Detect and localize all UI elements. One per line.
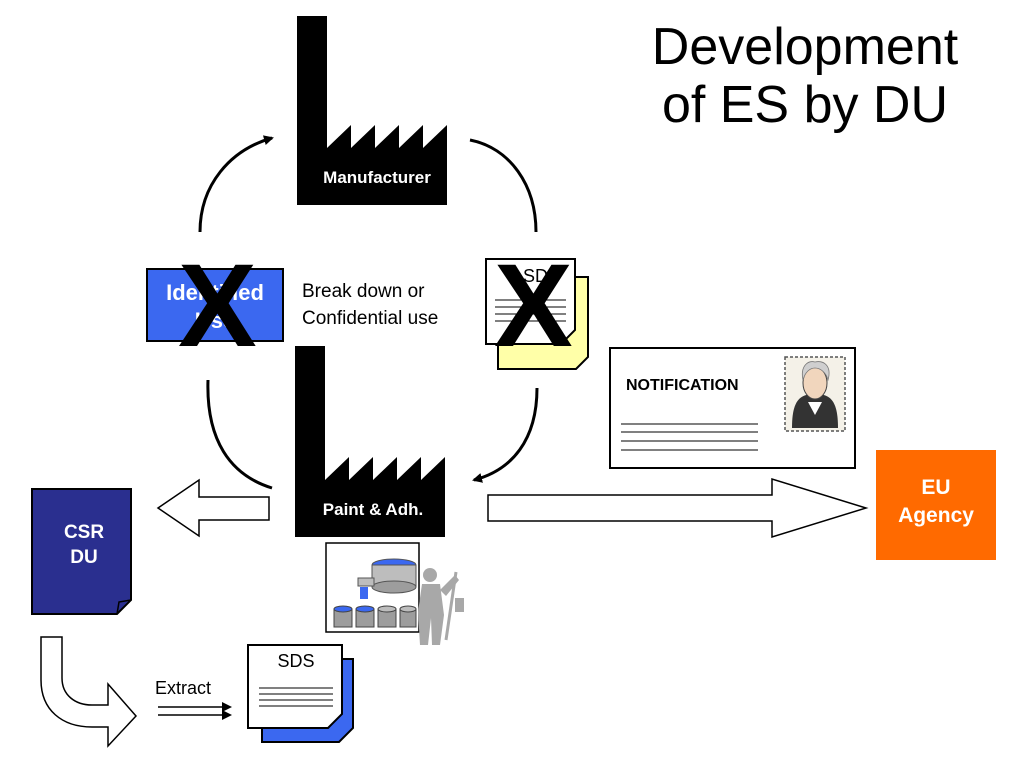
arc-manufacturer-to-sd	[469, 138, 538, 233]
page-title: Development of ES by DU	[600, 18, 1010, 134]
csr-label: CSR DU	[44, 520, 124, 570]
identified-use-line-2: Use	[194, 308, 236, 333]
paint-label: Paint & Adh.	[322, 500, 424, 519]
notification-label: NOTIFICATION	[626, 377, 739, 394]
identified-use-line-1: Identified	[166, 280, 264, 305]
paint-factory-icon	[295, 346, 445, 537]
eu-agency-line-1: EU	[921, 476, 951, 499]
break-down-text: Break down or Confidential use	[302, 278, 438, 332]
csr-line-2: DU	[70, 547, 98, 568]
csr-line-1: CSR	[63, 522, 105, 543]
break-down-line-2: Confidential use	[302, 308, 439, 329]
extract-label: Extract	[155, 678, 212, 698]
identified-use-box: Identified Use	[146, 268, 284, 342]
sd-document-icon	[485, 258, 589, 370]
right-hollow-arrow	[487, 477, 869, 539]
eu-agency-box: EU Agency	[876, 450, 996, 560]
csr-document-icon	[31, 488, 132, 615]
sds-document-icon	[247, 644, 354, 743]
title-line-2: of ES by DU	[661, 76, 949, 134]
eu-agency-line-2: Agency	[898, 504, 974, 527]
title-line-1: Development	[651, 18, 959, 76]
left-hollow-arrow	[156, 478, 270, 538]
manufacturer-factory-icon	[297, 16, 447, 205]
arrow-to-manufacturer	[198, 135, 274, 233]
arrow-to-paint	[472, 387, 539, 483]
cross-out-identified-use: X	[178, 240, 257, 372]
portrait-stamp-icon	[784, 356, 846, 432]
arc-identified-use-down	[206, 379, 273, 490]
csr-fold-icon	[116, 599, 132, 615]
sds-label: SDS	[277, 651, 315, 671]
cross-out-sd: X	[494, 240, 573, 372]
sd-label: SD	[523, 266, 549, 286]
break-down-line-1: Break down or	[302, 281, 425, 302]
manufacturer-label: Manufacturer	[323, 168, 431, 187]
curved-hollow-arrow	[40, 636, 138, 748]
worker-tank-pictogram	[325, 542, 464, 645]
